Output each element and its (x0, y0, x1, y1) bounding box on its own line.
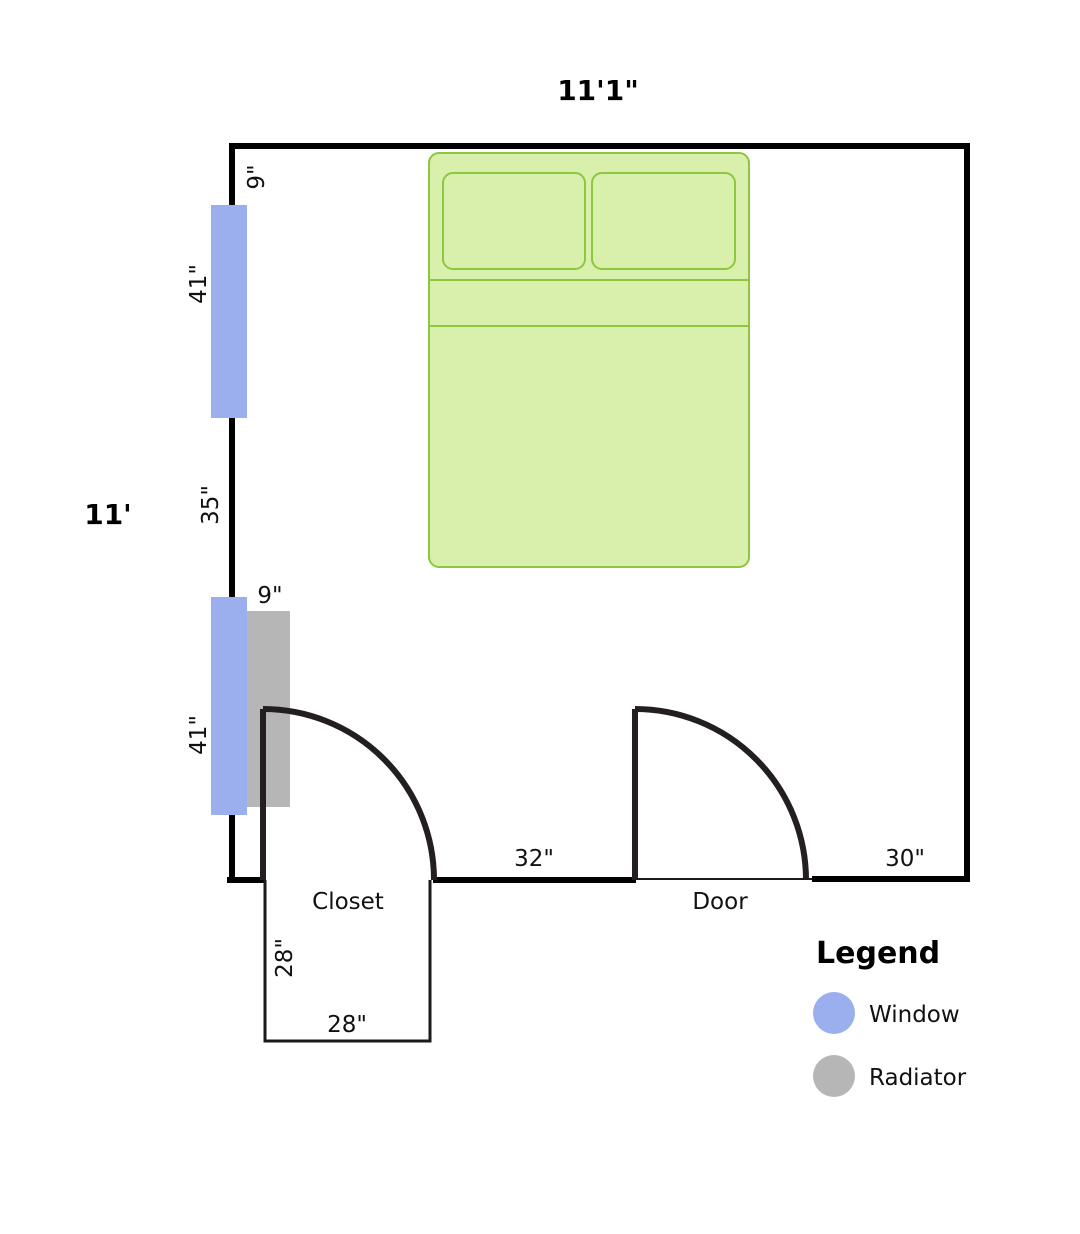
pillow-right (591, 172, 736, 270)
closet-width-label: 28" (327, 1012, 367, 1038)
pillow-left (442, 172, 586, 270)
window-bottom (211, 597, 247, 815)
closet-depth-label: 28" (272, 938, 298, 978)
main-door (632, 706, 812, 881)
closet-to-door-label: 32" (514, 846, 554, 872)
legend-window-swatch (813, 992, 855, 1034)
door-to-wall-label: 30" (885, 846, 925, 872)
room-height-label: 11' (84, 498, 132, 531)
window-top (211, 205, 247, 418)
radiator-width-label: 9" (257, 583, 282, 609)
door-label: Door (692, 889, 748, 915)
room-width-label: 11'1" (557, 74, 639, 107)
legend-window-label: Window (869, 1002, 960, 1028)
window-top-offset-label: 9" (244, 164, 270, 189)
window-top-length-label: 41" (186, 264, 212, 304)
closet-outline (263, 880, 432, 1043)
bed (428, 152, 750, 568)
legend-title: Legend (816, 936, 940, 971)
closet-label: Closet (312, 889, 384, 915)
window-bottom-length-label: 41" (186, 715, 212, 755)
closet (260, 706, 437, 1043)
closet-door-swing (262, 706, 437, 881)
legend: Legend Window Radiator (813, 936, 967, 1097)
door-swing (634, 706, 809, 881)
window-gap-label: 35" (198, 485, 224, 525)
legend-radiator-swatch (813, 1055, 855, 1097)
legend-radiator-label: Radiator (869, 1065, 967, 1091)
